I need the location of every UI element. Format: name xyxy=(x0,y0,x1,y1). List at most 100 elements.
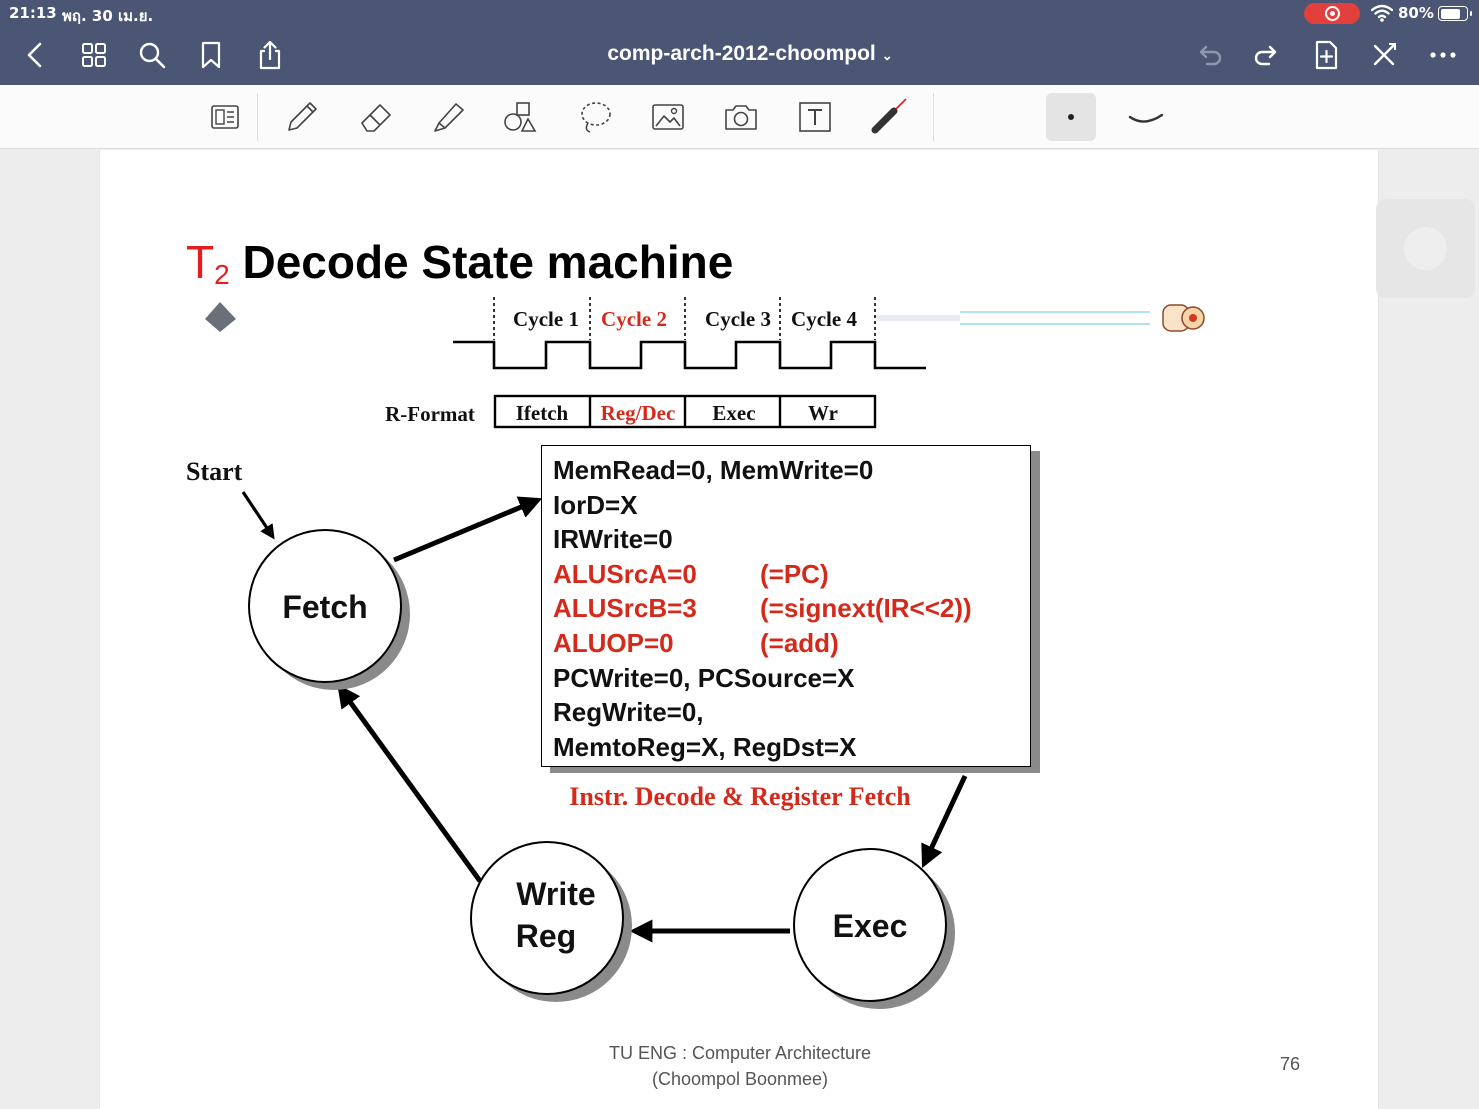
page-number: 76 xyxy=(1280,1054,1301,1074)
control-line-highlighted: ALUSrcB=3(=signext(IR<<2)) xyxy=(553,591,1030,626)
pen-icon xyxy=(288,102,317,131)
control-line-highlighted: ALUSrcA=0(=PC) xyxy=(553,557,1030,592)
page-layout-icon xyxy=(211,105,239,129)
highlighter-tool[interactable] xyxy=(428,97,468,137)
close-tools-button[interactable] xyxy=(1369,40,1399,70)
control-note: (=PC) xyxy=(760,558,829,589)
text-box-icon xyxy=(799,102,831,132)
lasso-tool[interactable] xyxy=(575,97,615,137)
status-date: พฤ. 30 เม.ย. xyxy=(62,7,154,25)
search-icon xyxy=(139,42,166,69)
dot-size-tool[interactable] xyxy=(1046,93,1096,141)
highlighter-icon xyxy=(434,103,464,132)
camera-icon xyxy=(725,105,757,130)
page-layout-tool[interactable] xyxy=(205,97,245,137)
bookmark-button[interactable] xyxy=(196,40,226,70)
stroke-style-tool[interactable] xyxy=(1126,97,1166,137)
thumbnails-button[interactable] xyxy=(79,40,109,70)
more-icon xyxy=(1430,52,1456,58)
share-button[interactable] xyxy=(255,40,285,70)
start-arrow xyxy=(241,491,275,540)
control-line: PCWrite=0, PCSource=X xyxy=(553,662,855,693)
footer-author: (Choompol Boonmee) xyxy=(651,1069,829,1089)
toolbar-divider xyxy=(257,93,258,141)
shapes-icon xyxy=(504,102,537,132)
cycle-label-1: Cycle 1 xyxy=(513,307,579,331)
slide-title: T2 Decode State machine xyxy=(186,235,733,291)
control-note: (=add) xyxy=(760,627,839,658)
wifi-icon xyxy=(1371,4,1393,22)
control-line: IRWrite=0 xyxy=(553,524,673,555)
add-page-button[interactable] xyxy=(1311,40,1341,70)
stage-ifetch: Ifetch xyxy=(516,401,569,425)
r-format-label: R-Format xyxy=(385,402,475,426)
control-line: IorD=X xyxy=(553,489,638,520)
redo-icon xyxy=(1254,45,1277,66)
control-line: MemRead=0, MemWrite=0 xyxy=(553,455,874,485)
search-button[interactable] xyxy=(137,40,167,70)
state-fetch: Fetch xyxy=(248,529,410,690)
state-write-label: Write xyxy=(516,876,595,912)
image-tool[interactable] xyxy=(648,97,688,137)
title-main: Decode State machine xyxy=(242,236,734,288)
back-button[interactable] xyxy=(20,40,50,70)
control-line: RegWrite=0, xyxy=(553,697,704,728)
control-note: (=signext(IR<<2)) xyxy=(760,593,972,624)
screen-recording-indicator[interactable] xyxy=(1304,3,1360,24)
undo-icon xyxy=(1199,45,1222,66)
state-write-reg: Write Reg xyxy=(470,841,632,1002)
more-button[interactable] xyxy=(1428,40,1458,70)
control-line-highlighted: ALUOP=0(=add) xyxy=(553,626,1030,661)
status-time: 21:13 xyxy=(9,4,57,22)
arrow-writereg-to-fetch xyxy=(337,684,483,883)
annotation-toolbar xyxy=(0,85,1479,149)
battery-icon xyxy=(1438,6,1472,21)
footer-course: TU ENG : Computer Architecture xyxy=(608,1043,872,1063)
state-fetch-label: Fetch xyxy=(282,589,367,625)
toolbar-divider xyxy=(933,93,934,141)
document-title-menu[interactable]: comp-arch-2012-choompol ⌄ xyxy=(560,42,940,66)
clock-waveform xyxy=(453,340,926,370)
eraser-tool[interactable] xyxy=(356,97,396,137)
cycle-dividers xyxy=(493,297,876,340)
decode-caption: Instr. Decode & Register Fetch xyxy=(569,782,911,811)
chevron-down-icon: ⌄ xyxy=(881,48,893,63)
stage-exec: Exec xyxy=(712,401,755,425)
timeline-marker-icon xyxy=(205,302,236,332)
text-tool[interactable] xyxy=(795,97,835,137)
start-label: Start xyxy=(186,457,243,486)
lasso-icon xyxy=(581,102,611,133)
share-icon xyxy=(259,40,281,70)
control-signals-box: MemRead=0, MemWrite=0 IorD=X IRWrite=0 A… xyxy=(541,445,1031,767)
back-icon xyxy=(27,42,42,68)
document-title: comp-arch-2012-choompol xyxy=(607,42,876,65)
undo-button[interactable] xyxy=(1194,40,1224,70)
cycle-label-4: Cycle 4 xyxy=(791,307,857,331)
state-reg-label: Reg xyxy=(516,918,576,954)
redo-button[interactable] xyxy=(1252,40,1282,70)
state-exec: Exec xyxy=(793,848,955,1009)
camera-tool[interactable] xyxy=(721,97,761,137)
stroke-style-icon xyxy=(1128,113,1164,123)
control-line: MemtoReg=X, RegDst=X xyxy=(553,731,857,762)
eraser-icon xyxy=(361,104,391,132)
image-icon xyxy=(652,104,684,130)
bookmark-icon xyxy=(201,41,221,69)
timeline-bar xyxy=(178,302,1205,332)
page-scroll-handle[interactable] xyxy=(1376,199,1475,298)
arrow-decode-to-exec xyxy=(921,774,968,869)
arrow-fetch-to-decode xyxy=(393,496,543,563)
stage-wr: Wr xyxy=(808,401,838,425)
top-bar: 21:13 พฤ. 30 เม.ย. 80% comp-arch-2012-ch… xyxy=(0,0,1479,85)
shapes-tool[interactable] xyxy=(500,97,540,137)
grid-icon xyxy=(82,43,106,67)
title-t: T2 xyxy=(186,236,230,290)
battery-fill xyxy=(1440,8,1460,19)
slide-footer: TU ENG : Computer Architecture (Choompol… xyxy=(560,1040,920,1092)
close-icon xyxy=(1373,43,1396,66)
state-exec-label: Exec xyxy=(833,908,908,944)
cycle-label-3: Cycle 3 xyxy=(705,307,771,331)
add-page-icon xyxy=(1315,40,1338,70)
pen-tool[interactable] xyxy=(281,97,321,137)
